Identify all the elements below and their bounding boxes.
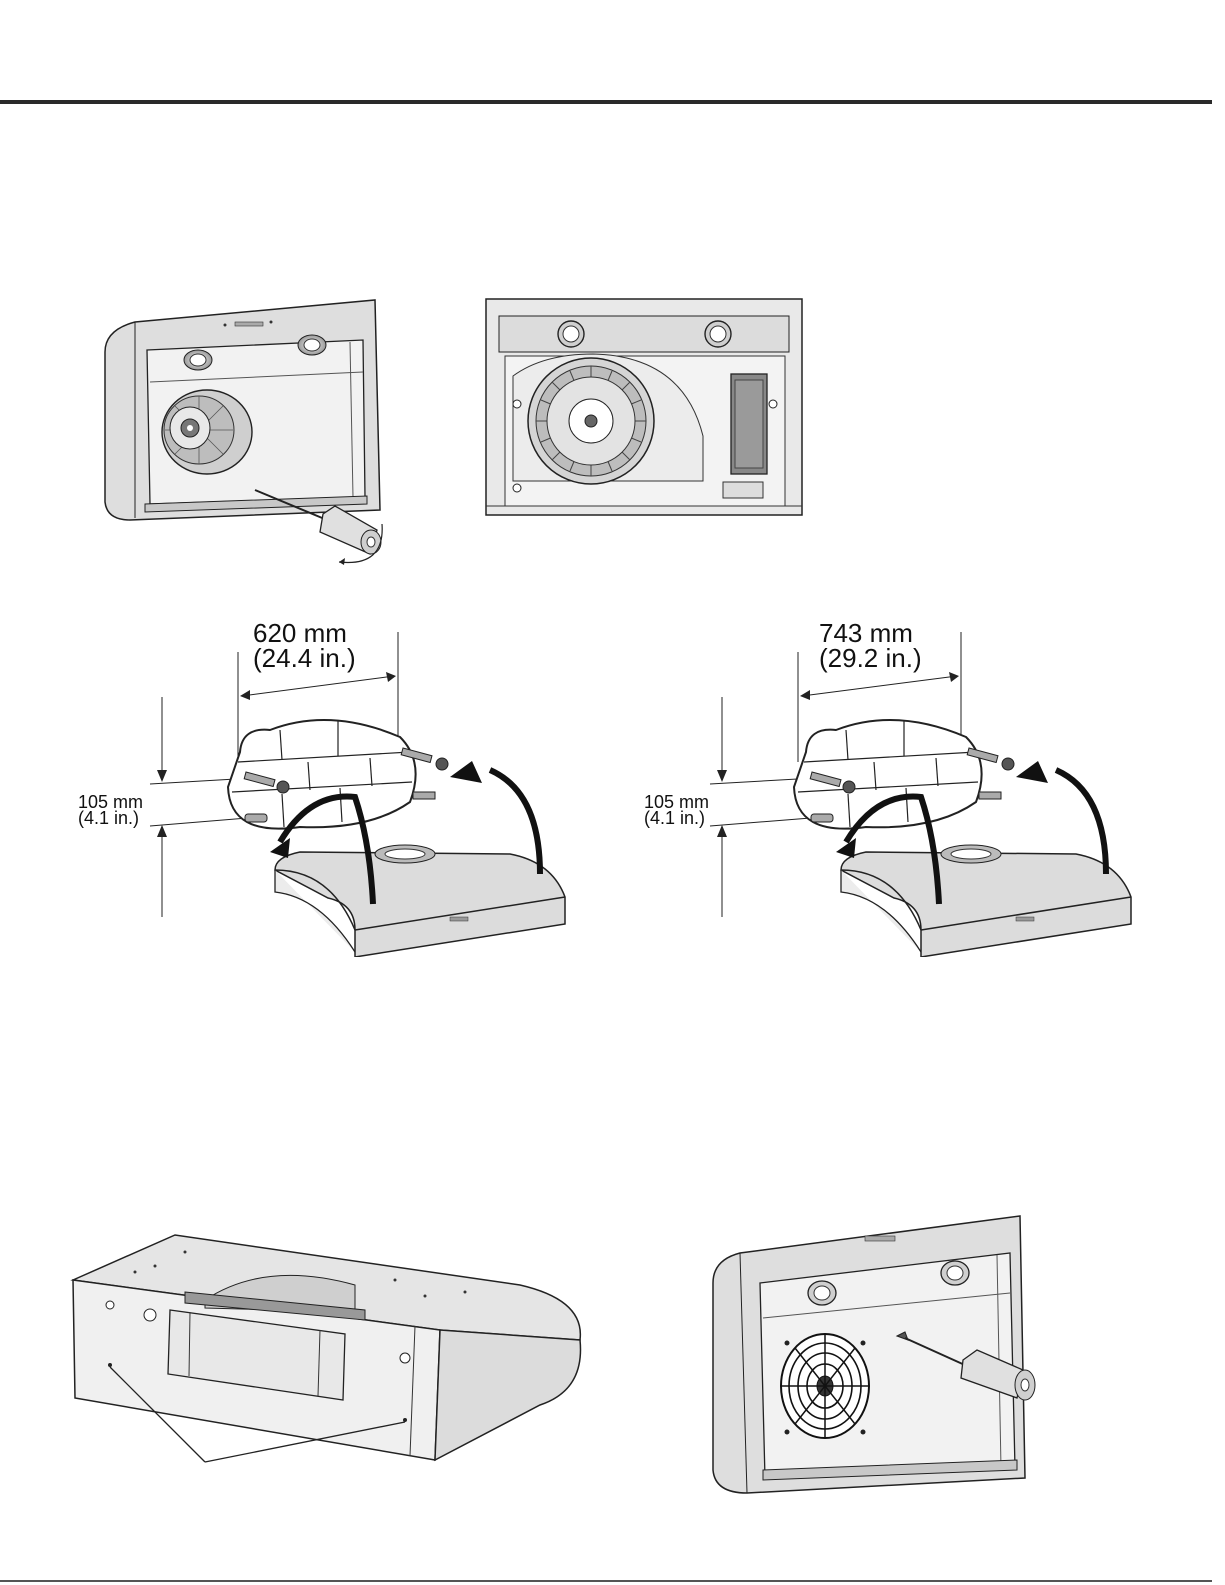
height-in-label: (4.1 in.) (644, 808, 705, 828)
width-in-label: (24.4 in.) (253, 643, 356, 673)
figure-mount-620: 620 mm (24.4 in.) 105 mm (4.1 in.) (70, 612, 580, 957)
footer-rule (0, 1580, 1212, 1582)
height-in-label: (4.1 in.) (78, 808, 139, 828)
figure-blower-front (483, 296, 805, 520)
mount-diagram-743: 743 mm (29.2 in.) 105 mm (4.1 in.) (636, 612, 1146, 957)
figure-blower-removal (95, 292, 395, 567)
mount-diagram-620: 620 mm (24.4 in.) 105 mm (4.1 in.) (70, 612, 580, 957)
hood-front-drawing (483, 296, 805, 520)
fan-install-drawing (705, 1208, 1040, 1508)
hood-underside-drawing (95, 292, 395, 567)
header-rule (0, 100, 1212, 104)
figure-mount-743: 743 mm (29.2 in.) 105 mm (4.1 in.) (636, 612, 1146, 957)
hood-back-drawing (65, 1230, 595, 1475)
figure-hood-back (65, 1230, 595, 1475)
figure-fan-install (705, 1208, 1040, 1508)
width-in-label: (29.2 in.) (819, 643, 922, 673)
